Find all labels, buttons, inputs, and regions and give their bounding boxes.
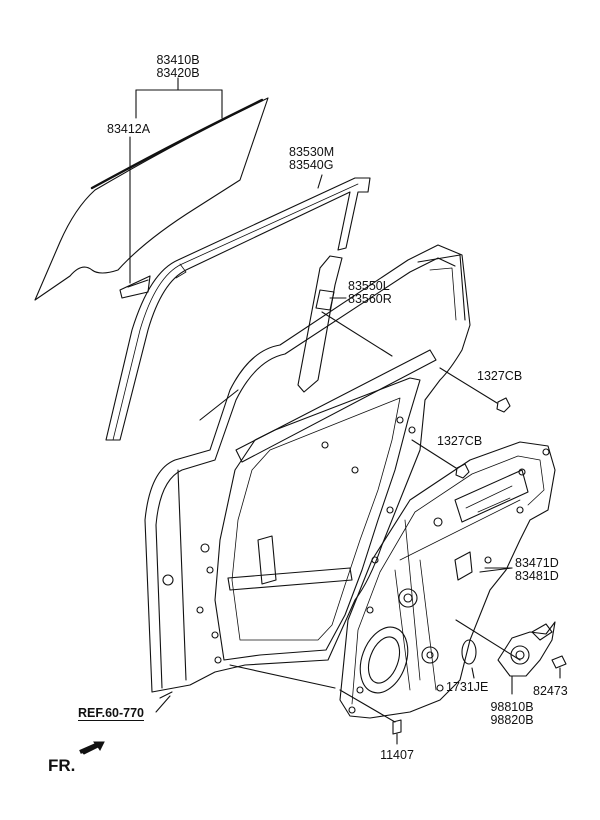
label-glass-part-1: 83410B (156, 53, 200, 67)
label-motor-1: 98810B (490, 700, 534, 714)
channel-assembly (297, 255, 393, 393)
regulator-module (339, 441, 556, 719)
front-marker: FR. (48, 756, 76, 775)
front-arrow-icon (79, 741, 105, 755)
door-frame (144, 244, 471, 699)
glass-run-channel (105, 174, 371, 441)
label-glass-part-2: 83420B (156, 66, 200, 80)
label-clip-lower: 1327CB (437, 434, 483, 448)
label-run-channel-1: 83530M (289, 145, 335, 159)
label-clip-upper: 1327CB (477, 369, 523, 383)
label-regulator-1: 83471D (515, 556, 559, 570)
ref-leader (155, 695, 171, 713)
label-glass-bracket: 83412A (107, 122, 151, 136)
label-channel-assy-1: 83550L (348, 279, 390, 293)
grommet (461, 639, 477, 679)
door-glass (34, 97, 269, 301)
label-motor-2: 98820B (490, 713, 534, 727)
label-channel-assy-2: 83560R (348, 292, 392, 306)
label-grommet: 1731JE (446, 680, 489, 694)
glass-leaders (129, 77, 223, 284)
ref-link[interactable]: REF.60-770 (78, 706, 145, 721)
clip-upper (439, 367, 511, 413)
screw-bottom (339, 689, 402, 745)
label-run-channel-2: 83540G (289, 158, 334, 172)
label-screw-motor: 82473 (533, 684, 568, 698)
label-screw-bottom: 11407 (380, 748, 414, 762)
screw-motor (551, 655, 567, 679)
label-regulator-2: 83481D (515, 569, 559, 583)
motor-assembly (497, 621, 556, 695)
